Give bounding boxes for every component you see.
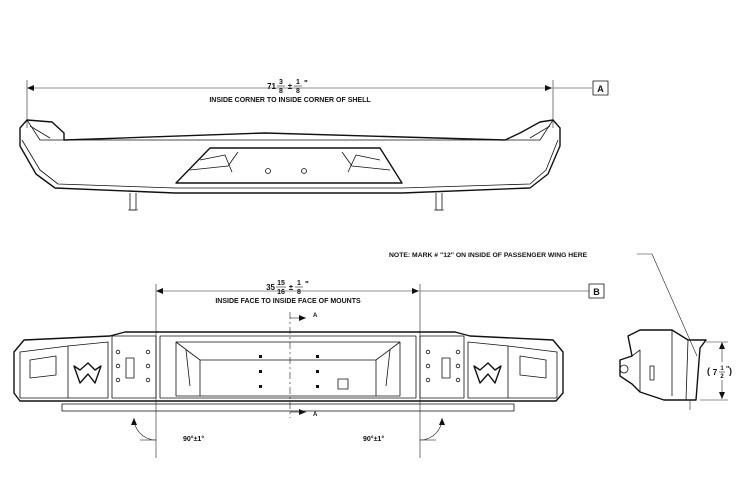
side-outline	[619, 329, 707, 401]
angle-right-label: 90°±1°	[363, 435, 384, 443]
side-height-unit: "	[726, 366, 729, 373]
receiver-square	[337, 378, 349, 390]
dim-top-tol: ±	[288, 82, 293, 91]
ref-box-a	[592, 80, 609, 96]
dim-top-label: INSIDE CORNER TO INSIDE CORNER OF SHELL	[209, 97, 371, 104]
ref-box-b	[588, 283, 605, 299]
side-height-whole: 7	[713, 368, 718, 377]
note-text: NOTE: MARK # "12" ON INSIDE OF PASSENGER…	[389, 252, 588, 259]
front-view-bumper: B 35 15 16 ± 1 8 " INSIDE FACE TO INSIDE…	[13, 280, 605, 458]
side-hole	[619, 364, 629, 374]
dim-top-tol-num: 1	[296, 79, 300, 86]
dim-bottom-whole: 35	[266, 283, 275, 292]
top-view-bumper: A 71 3 8 ± 1 8 " INSIDE CORNER TO INSIDE…	[19, 79, 609, 211]
skid-plate	[61, 403, 515, 412]
logo-left	[73, 362, 102, 384]
bumper-outline-front	[13, 331, 564, 402]
mount-leg-right	[435, 193, 443, 211]
dim-top-whole: 71	[267, 82, 276, 91]
dim-bottom-frac-num: 15	[277, 280, 285, 287]
side-view-bumper: ( 7 1 2 " )	[619, 329, 734, 410]
mount-leg-left	[129, 193, 137, 211]
dim-top-unit: "	[304, 79, 308, 88]
bumper-outline-top	[19, 119, 561, 194]
dim-bottom-tol-num: 1	[297, 280, 301, 287]
dim-bottom-label: INSIDE FACE TO INSIDE FACE OF MOUNTS	[215, 298, 361, 305]
note-group: NOTE: MARK # "12" ON INSIDE OF PASSENGER…	[389, 252, 698, 357]
side-height-den: 2	[720, 374, 724, 380]
logo-right	[473, 362, 502, 384]
section-mark-bottom: A	[313, 412, 318, 418]
svg-text:): )	[729, 366, 732, 376]
side-height-num: 1	[720, 366, 724, 372]
dim-top-frac-den: 8	[279, 88, 283, 95]
hitch-center-top	[175, 147, 403, 184]
mount-hole-right	[301, 168, 307, 174]
note-leader	[637, 253, 698, 357]
dim-top-tol-den: 8	[296, 88, 300, 95]
mount-hole-left	[265, 168, 271, 174]
dim-bottom-tol-den: 8	[297, 289, 301, 296]
dim-bottom-frac-den: 16	[277, 289, 285, 296]
slot-left	[125, 357, 135, 379]
svg-text:(: (	[707, 366, 710, 376]
dim-bottom-unit: "	[305, 280, 309, 289]
section-mark-top: A	[313, 313, 318, 319]
dim-top-frac-num: 3	[279, 79, 283, 86]
dim-bottom-tol: ±	[289, 283, 294, 292]
angle-arc-right	[419, 417, 445, 441]
ref-label-b: B	[593, 287, 600, 297]
mount-plates	[111, 335, 465, 399]
slot-right	[441, 357, 451, 379]
angle-left-label: 90°±1°	[183, 435, 204, 443]
ref-label-a: A	[597, 84, 604, 94]
angle-arc-left	[131, 417, 157, 441]
